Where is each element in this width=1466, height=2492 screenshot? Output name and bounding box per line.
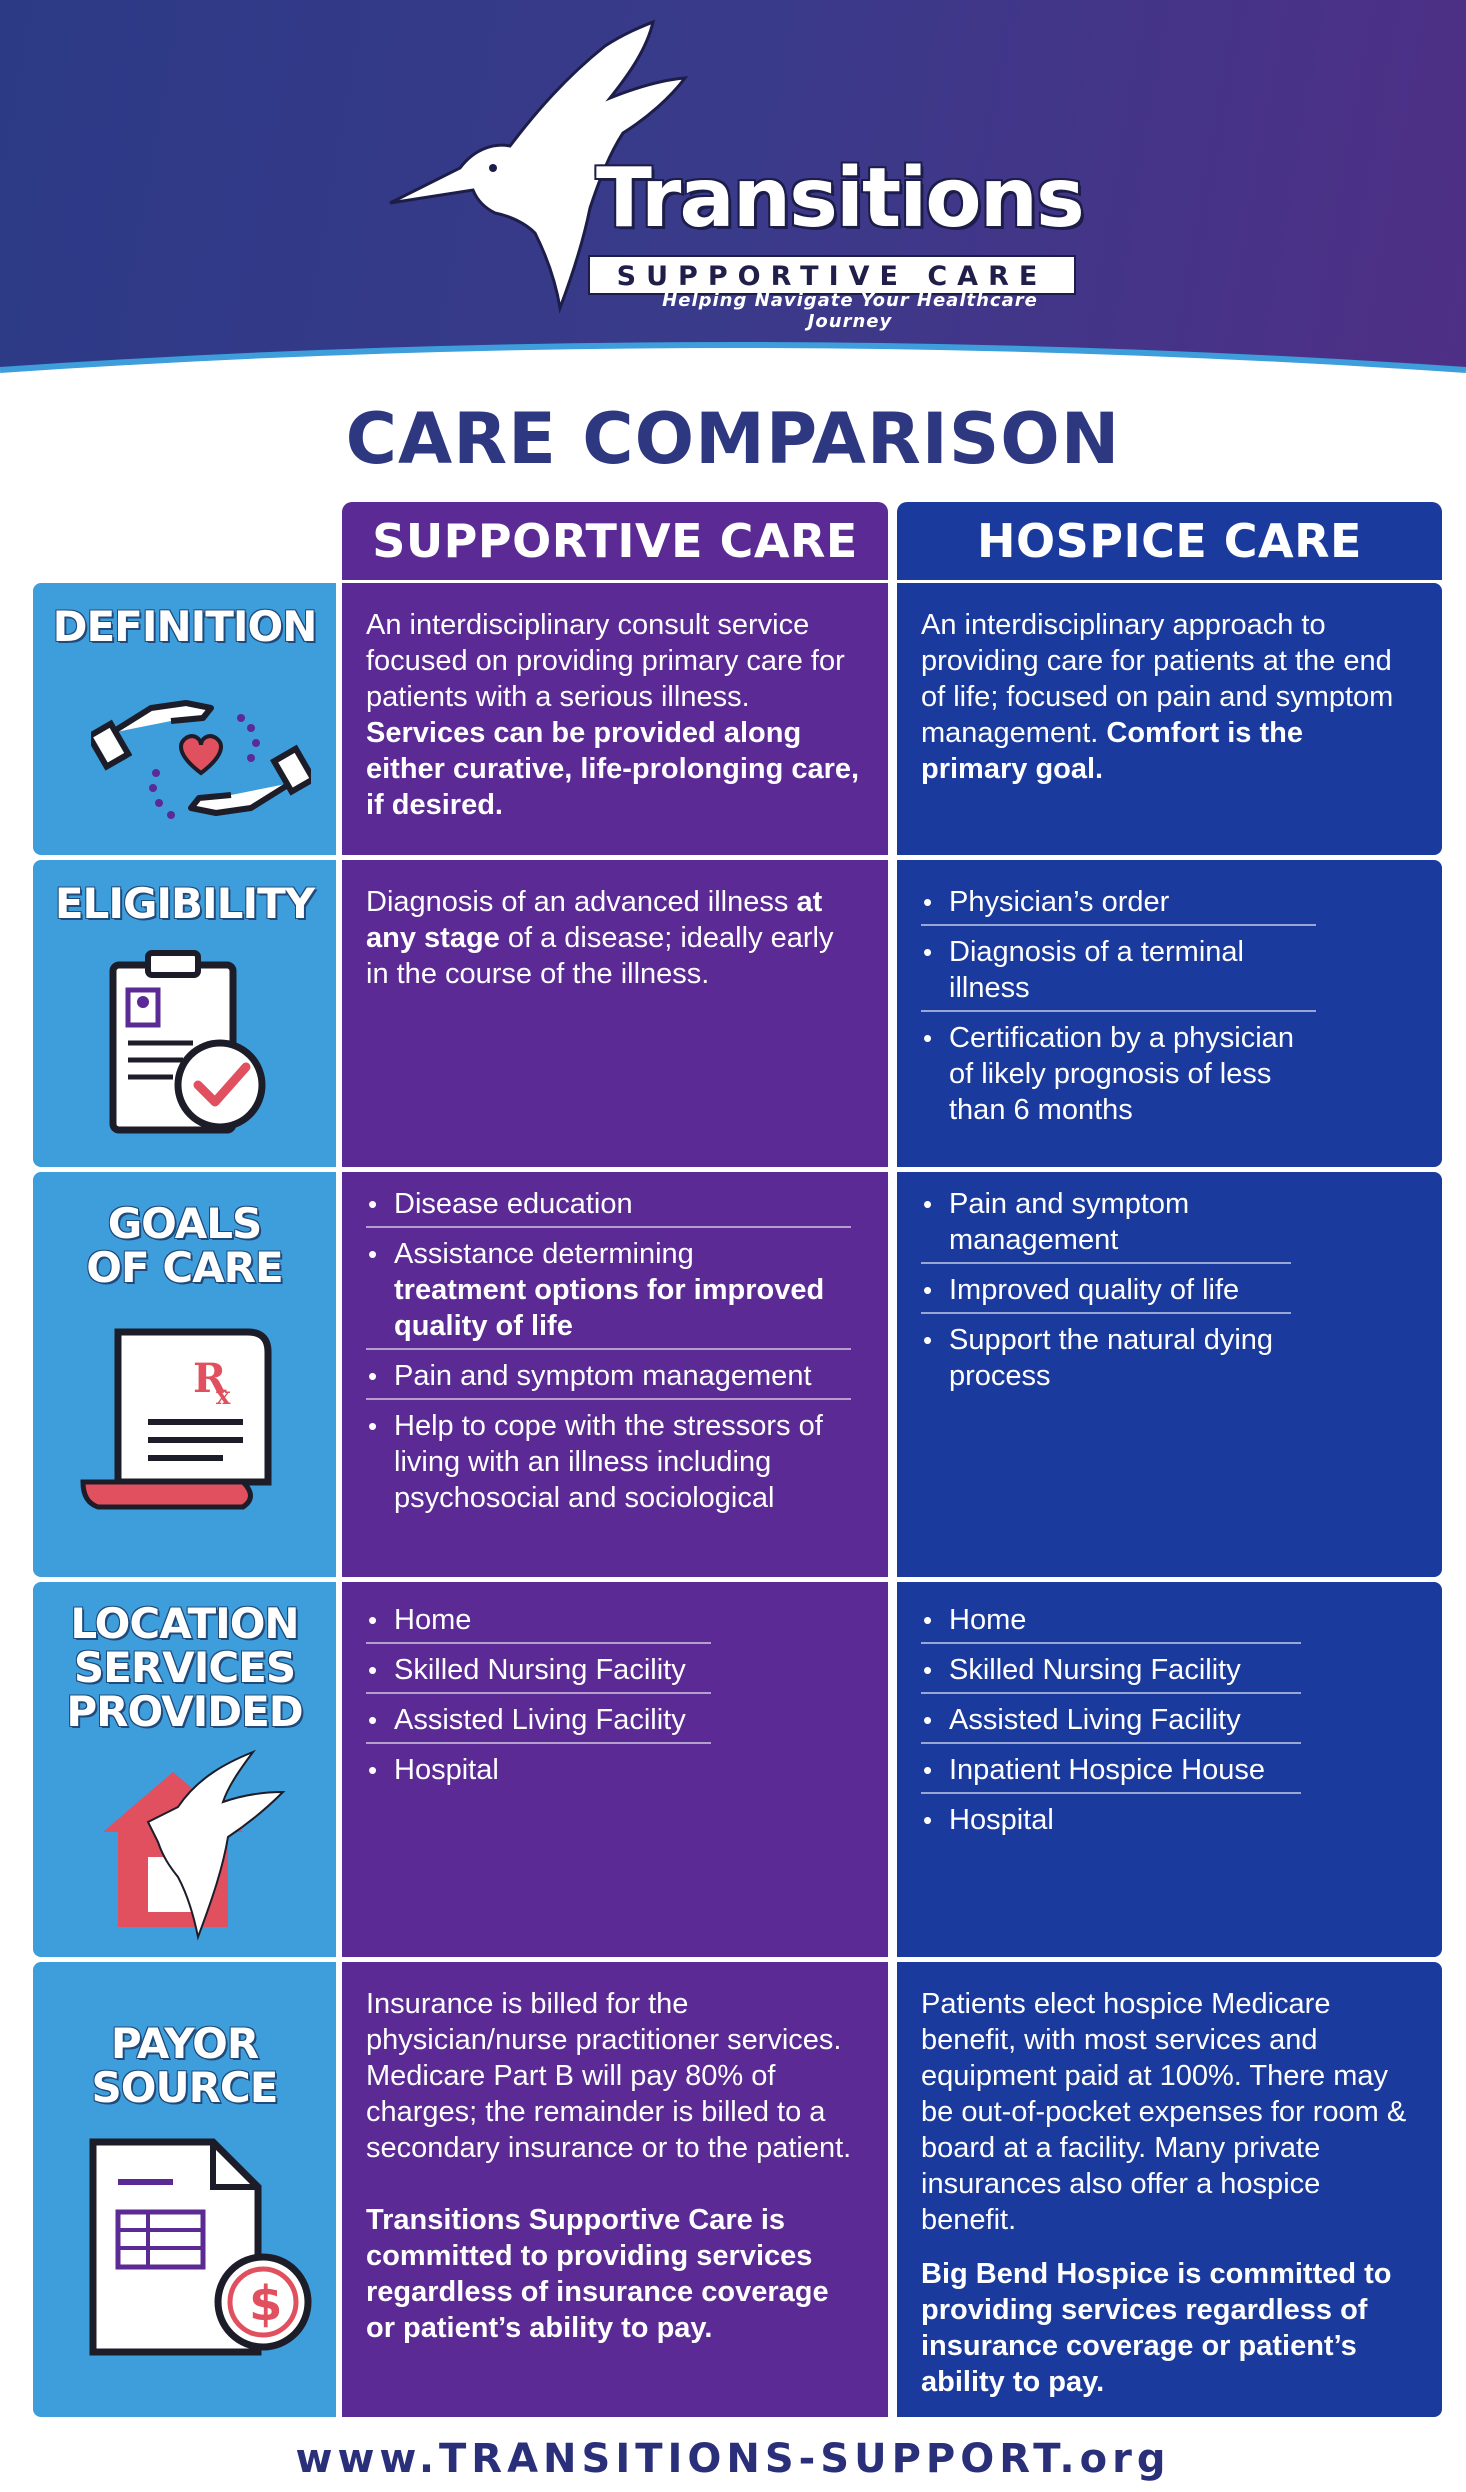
goals-supportive-list: Disease education Assistance determining…: [366, 1186, 851, 1520]
brand-tagline: Helping Navigate Your Healthcare Journey: [662, 290, 1038, 332]
payor-label-line2: SOURCE: [91, 2063, 279, 2112]
eligibility-supportive-pre: Diagnosis of an advanced illness: [366, 886, 797, 918]
eligibility-hospice-list: Physician’s order Diagnosis of a termina…: [921, 884, 1316, 1132]
supportive-care-header: SUPPORTIVE CARE: [342, 502, 888, 580]
payor-hospice-cell: Patients elect hospice Medicare benefit,…: [897, 1962, 1442, 2417]
list-item: Home: [366, 1602, 711, 1644]
list-item: Support the natural dying process: [921, 1322, 1291, 1398]
list-item: Skilled Nursing Facility: [921, 1652, 1301, 1694]
definition-hospice-bold: Comfort is the primary goal.: [921, 717, 1303, 785]
list-item: Diagnosis of a terminal illness: [921, 934, 1316, 1012]
hospice-care-header: HOSPICE CARE: [897, 502, 1442, 580]
definition-label: DEFINITION: [52, 602, 318, 651]
payor-supportive-bold: Transitions Supportive Care is committed…: [366, 2204, 829, 2344]
payor-label-cell: PAYOR SOURCE $: [33, 1962, 336, 2417]
list-item: Home: [921, 1602, 1301, 1644]
list-item: Pain and symptom management: [366, 1358, 851, 1400]
goals-label-line2: OF CARE: [86, 1243, 283, 1292]
eligibility-supportive-cell: Diagnosis of an advanced illness at any …: [342, 860, 888, 1167]
goals-label-cell: GOALS OF CARE R x: [33, 1172, 336, 1577]
eligibility-label: ELIGIBILITY: [54, 879, 315, 928]
list-item: Hospital: [366, 1752, 711, 1792]
definition-hospice-cell: An interdisciplinary approach to providi…: [897, 583, 1442, 855]
svg-text:$: $: [249, 2276, 282, 2332]
payor-hospice-text: Patients elect hospice Medicare benefit,…: [921, 1988, 1407, 2236]
list-item: Certification by a physician of likely p…: [921, 1020, 1316, 1132]
eligibility-supportive-bold: at any stage: [366, 886, 823, 954]
definition-supportive-text: An interdisciplinary consult service foc…: [366, 609, 845, 713]
location-hospice-list: Home Skilled Nursing Facility Assisted L…: [921, 1602, 1301, 1842]
location-label-line2: SERVICES: [73, 1643, 296, 1692]
location-label-cell: LOCATION SERVICES PROVIDED: [33, 1582, 336, 1957]
brand-name: Transitions: [596, 151, 1085, 246]
eligibility-hospice-cell: Physician’s order Diagnosis of a termina…: [897, 860, 1442, 1167]
location-label-line1: LOCATION: [70, 1599, 299, 1648]
page-title: CARE COMPARISON: [345, 398, 1121, 480]
list-item-bold: treatment options for improved quality o…: [394, 1274, 825, 1342]
payor-supportive-cell: Insurance is billed for the physician/nu…: [342, 1962, 888, 2417]
svg-text:x: x: [216, 1381, 231, 1410]
location-hospice-cell: Home Skilled Nursing Facility Assisted L…: [897, 1582, 1442, 1957]
clipboard-check-icon: [109, 950, 266, 1134]
list-item: Improved quality of life: [921, 1272, 1291, 1314]
goals-label-line1: GOALS: [107, 1199, 263, 1248]
definition-hospice-text: An interdisciplinary approach to providi…: [921, 609, 1394, 749]
goals-label: GOALS OF CARE: [33, 1202, 336, 1290]
payor-hospice-bold: Big Bend Hospice is committed to providi…: [921, 2258, 1392, 2398]
list-item-text: Assistance determining: [394, 1238, 694, 1270]
eligibility-label-cell: ELIGIBILITY: [33, 860, 336, 1167]
brand-subtitle: SUPPORTIVE CARE: [588, 255, 1076, 295]
list-item: Assisted Living Facility: [366, 1702, 711, 1744]
payor-supportive-text: Insurance is billed for the physician/nu…: [366, 1988, 852, 2164]
hummingbird-logo-icon: [389, 19, 689, 314]
list-item: Disease education: [366, 1186, 851, 1228]
payor-label: PAYOR SOURCE: [33, 2022, 336, 2110]
list-item: Skilled Nursing Facility: [366, 1652, 711, 1694]
list-item: Pain and symptom management: [921, 1186, 1291, 1264]
list-item: Physician’s order: [921, 884, 1316, 926]
list-item: Hospital: [921, 1802, 1301, 1842]
location-supportive-list: Home Skilled Nursing Facility Assisted L…: [366, 1602, 711, 1792]
svg-text:R: R: [193, 1355, 227, 1402]
list-item: Help to cope with the stressors of livin…: [366, 1408, 851, 1520]
website-link[interactable]: www.TRANSITIONS-SUPPORT.org: [295, 2436, 1171, 2482]
prescription-icon: R x: [80, 1328, 272, 1510]
list-item: Assisted Living Facility: [921, 1702, 1301, 1744]
location-label: LOCATION SERVICES PROVIDED: [33, 1602, 336, 1734]
definition-supportive-cell: An interdisciplinary consult service foc…: [342, 583, 888, 855]
list-item: Inpatient Hospice House: [921, 1752, 1301, 1794]
goals-supportive-cell: Disease education Assistance determining…: [342, 1172, 888, 1577]
location-supportive-cell: Home Skilled Nursing Facility Assisted L…: [342, 1582, 888, 1957]
house-bird-icon: [103, 1749, 286, 1941]
goals-hospice-cell: Pain and symptom management Improved qua…: [897, 1172, 1442, 1577]
location-label-line3: PROVIDED: [66, 1687, 303, 1736]
bill-dollar-icon: $: [89, 2138, 312, 2356]
header-banner: Transitions SUPPORTIVE CARE Helping Navi…: [0, 0, 1466, 380]
definition-supportive-bold: Services can be provided along either cu…: [366, 717, 860, 821]
payor-label-line1: PAYOR: [110, 2019, 259, 2068]
caring-hands-heart-icon: [91, 700, 311, 819]
header-wave: [0, 342, 1466, 380]
definition-label-cell: DEFINITION: [33, 583, 336, 855]
list-item: Assistance determining treatment options …: [366, 1236, 851, 1350]
eligibility-supportive-post: of a disease; ideally early in the cours…: [366, 922, 834, 990]
goals-hospice-list: Pain and symptom management Improved qua…: [921, 1186, 1291, 1398]
